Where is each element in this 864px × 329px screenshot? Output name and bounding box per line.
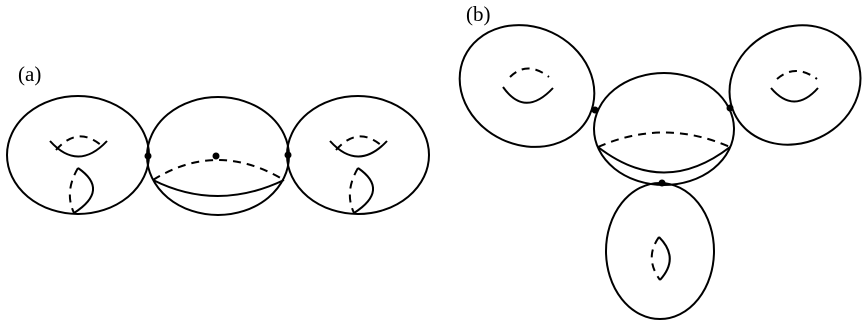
node-middle-right [284,151,292,159]
middle-sphere-equator-back [152,159,285,181]
middle-sphere-equator-front [152,179,285,197]
panel-b-label: (b) [466,2,491,26]
upper-right-torus-hole-lower [770,87,819,103]
node-left-middle [144,152,152,160]
upper-right-torus [728,24,862,146]
right-torus-hole-lower [329,140,388,158]
bottom-torus [605,182,715,320]
upper-right-torus-hole-upper-dashed [776,70,818,80]
upper-left-torus-hole-upper-dashed [509,67,550,78]
central-sphere-equator-front [597,146,731,174]
right-torus-outline [286,95,430,215]
node-upper-left-center [591,106,599,114]
upper-right-torus-outline [728,24,862,146]
panel-a-label: (a) [18,62,41,86]
right-torus-cut-solid [353,167,375,214]
left-torus-cut-solid [73,167,95,214]
central-sphere-equator-back [597,131,731,148]
panel-a: (a) [6,62,430,216]
left-torus-outline [6,95,150,215]
left-torus [6,95,150,215]
middle-sphere [146,96,290,216]
left-torus-hole-lower [49,140,108,158]
upper-left-torus [458,24,596,148]
upper-left-torus-outline [458,24,596,148]
bottom-torus-outline [605,182,715,320]
node-center-upper-right [726,104,734,112]
right-torus-hole-upper-dashed [335,135,383,151]
central-sphere [593,72,735,186]
right-torus-cut-dashed [348,167,359,214]
bottom-torus-hole-solid [658,236,671,281]
central-sphere-outline [593,72,735,186]
upper-left-torus-hole-lower [502,86,554,104]
node-center-bottom [658,179,666,187]
left-torus-hole-upper-dashed [55,135,103,151]
panel-b: (b) [458,2,862,320]
middle-sphere-center-point [212,152,220,160]
bottom-torus-hole-dashed [650,236,661,281]
right-torus [286,95,430,215]
left-torus-cut-dashed [68,167,79,214]
